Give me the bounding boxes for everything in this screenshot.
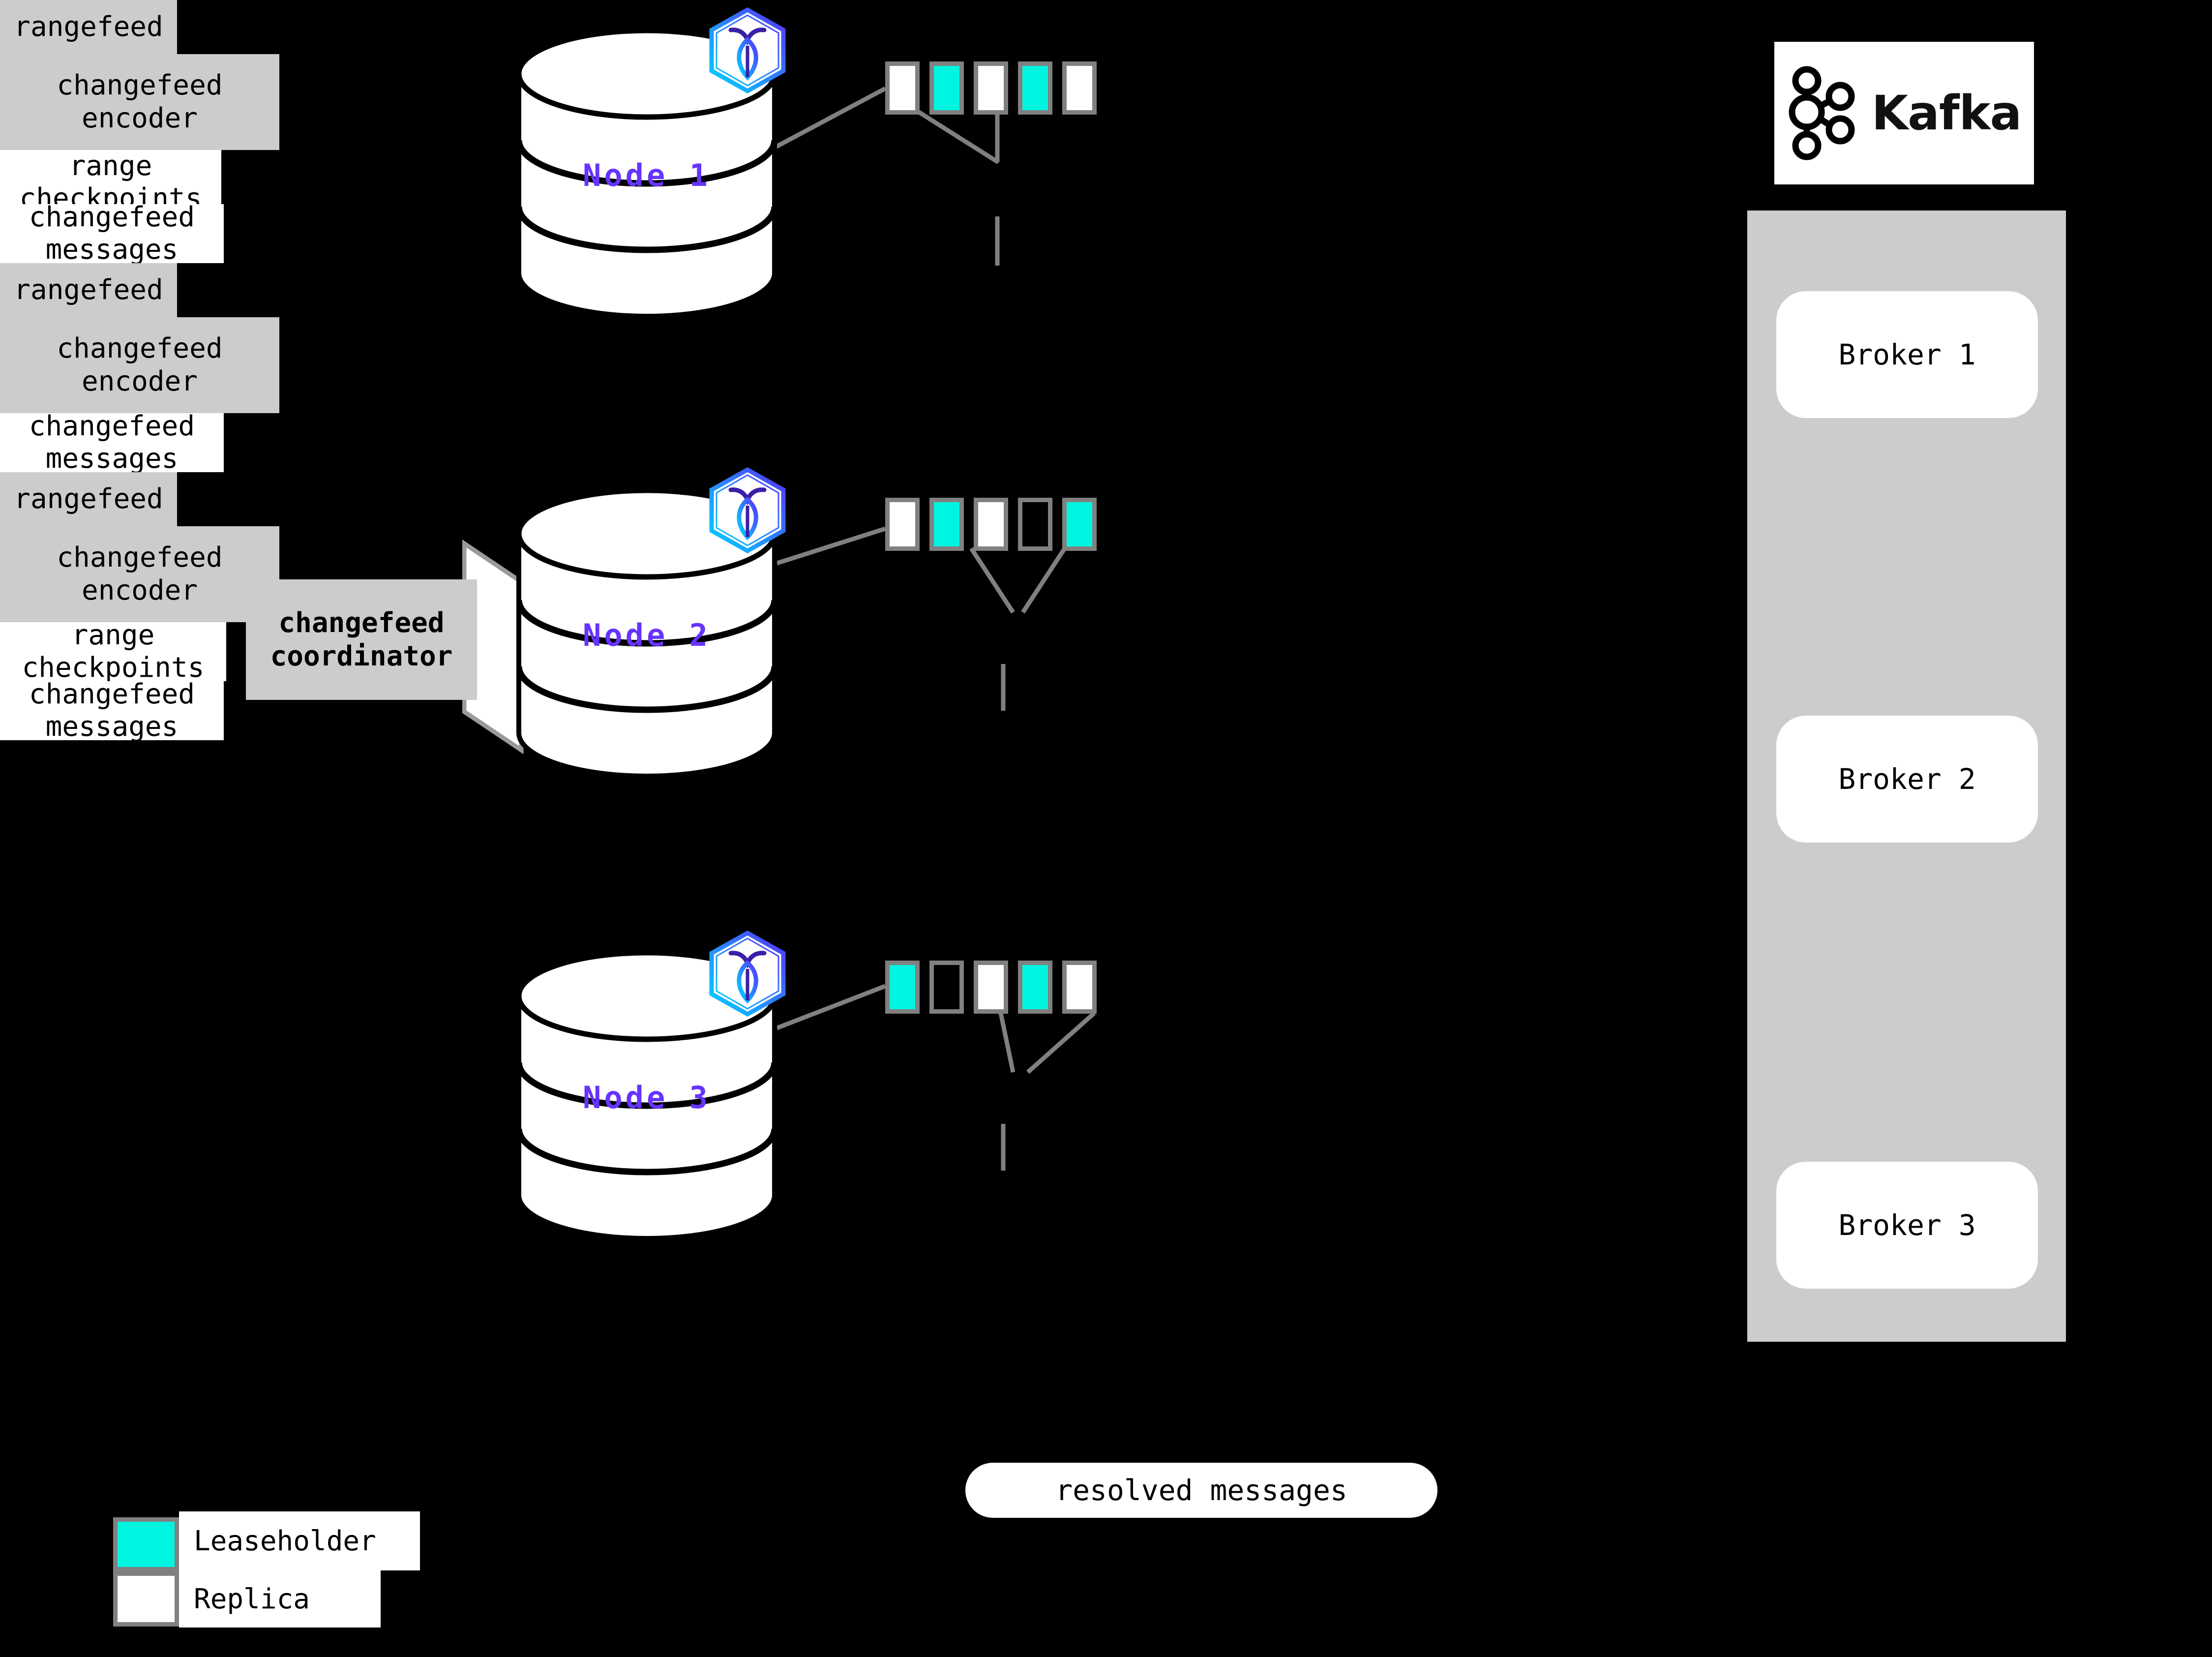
range-checkpoints-line2: checkpoints bbox=[22, 652, 205, 681]
resolved-messages-pill[interactable]: resolved messages bbox=[965, 1463, 1437, 1518]
node-3-label: Node 3 bbox=[583, 1080, 711, 1115]
range-replica[interactable] bbox=[1062, 61, 1097, 115]
range-checkpoints-line1: range bbox=[71, 622, 155, 651]
node-2-rangefeed-label: rangefeed bbox=[14, 273, 163, 306]
node-3-rangefeed-label: rangefeed bbox=[14, 482, 163, 515]
legend-swatch-leaseholder bbox=[113, 1517, 179, 1571]
legend-swatch-replica bbox=[113, 1571, 179, 1627]
range-leaseholder[interactable] bbox=[929, 498, 964, 551]
node-3-encoder-box[interactable]: changefeed encoder bbox=[0, 526, 279, 622]
coordinator-line1: changefeed bbox=[278, 607, 445, 639]
coordinator-line2: coordinator bbox=[270, 640, 453, 672]
range-leaseholder[interactable] bbox=[1018, 61, 1052, 115]
kafka-broker-3[interactable]: Broker 3 bbox=[1776, 1162, 2038, 1289]
kafka-wordmark: Kafka bbox=[1871, 86, 2022, 141]
broker-2-label: Broker 2 bbox=[1838, 762, 1976, 796]
node-2-encoder-line1: changefeed bbox=[57, 332, 223, 365]
range-leaseholder[interactable] bbox=[1018, 961, 1052, 1014]
node-1-label: Node 1 bbox=[583, 157, 711, 193]
legend-text-replica: Replica bbox=[194, 1583, 310, 1615]
node-2-range-row bbox=[885, 498, 1106, 551]
range-leaseholder[interactable] bbox=[885, 961, 920, 1014]
node-2-encoder-box[interactable]: changefeed encoder bbox=[0, 317, 279, 413]
node-2-rangefeed-box[interactable]: rangefeed bbox=[0, 263, 177, 317]
node-2-changefeed-messages-label: changefeed messages bbox=[0, 413, 224, 472]
range-replica[interactable] bbox=[1062, 961, 1097, 1014]
node-1-changefeed-messages-label: changefeed messages bbox=[0, 204, 224, 263]
node-1-encoder-line1: changefeed bbox=[57, 69, 223, 102]
node-2-label: Node 2 bbox=[583, 617, 711, 653]
node-3-encoder-line1: changefeed bbox=[57, 542, 223, 574]
range-leaseholder[interactable] bbox=[1062, 498, 1097, 551]
node-1-rangefeed-box[interactable]: rangefeed bbox=[0, 0, 177, 54]
node-2-encoder-line2: encoder bbox=[81, 365, 198, 397]
kafka-logo-icon bbox=[1787, 63, 1861, 163]
cockroachdb-logo-3 bbox=[708, 930, 787, 1017]
kafka-broker-2[interactable]: Broker 2 bbox=[1776, 716, 2038, 843]
node-3-cylinder: Node 3 bbox=[516, 949, 777, 1242]
node-2-cylinder: Node 2 bbox=[516, 487, 777, 780]
range-empty[interactable] bbox=[1018, 498, 1052, 551]
changefeed-messages-line1: changefeed bbox=[29, 413, 195, 442]
node-1-encoder-box[interactable]: changefeed encoder bbox=[0, 54, 279, 150]
node-1-encoder-line2: encoder bbox=[81, 102, 198, 134]
range-replica[interactable] bbox=[885, 61, 920, 115]
range-replica[interactable] bbox=[974, 498, 1008, 551]
changefeed-coordinator-box[interactable]: changefeed coordinator bbox=[246, 579, 477, 700]
resolved-messages-label: resolved messages bbox=[1055, 1474, 1347, 1507]
changefeed-messages-line2: messages bbox=[45, 443, 179, 472]
range-replica[interactable] bbox=[974, 61, 1008, 115]
legend-label-leaseholder: Leaseholder bbox=[179, 1511, 420, 1570]
kafka-logo-box: Kafka bbox=[1774, 42, 2034, 184]
node-3-range-checkpoints-label: range checkpoints bbox=[0, 622, 226, 681]
range-checkpoints-line2: checkpoints bbox=[19, 182, 202, 204]
node-3-range-row bbox=[885, 961, 1106, 1014]
changefeed-messages-line1: changefeed bbox=[29, 204, 195, 233]
range-empty[interactable] bbox=[929, 961, 964, 1014]
node-1-rangefeed-label: rangefeed bbox=[14, 10, 163, 43]
node-3-rangefeed-box[interactable]: rangefeed bbox=[0, 472, 177, 526]
node-3-changefeed-messages-label: changefeed messages bbox=[0, 681, 224, 740]
cockroachdb-logo-1 bbox=[708, 7, 787, 94]
range-leaseholder[interactable] bbox=[929, 61, 964, 115]
legend-label-replica: Replica bbox=[179, 1570, 381, 1627]
node-1-range-row bbox=[885, 61, 1106, 115]
changefeed-messages-line2: messages bbox=[45, 234, 179, 263]
kafka-broker-1[interactable]: Broker 1 bbox=[1776, 291, 2038, 418]
legend-text-leaseholder: Leaseholder bbox=[194, 1525, 376, 1557]
node-1-range-checkpoints-label: range checkpoints bbox=[0, 150, 221, 204]
broker-1-label: Broker 1 bbox=[1838, 338, 1976, 371]
broker-3-label: Broker 3 bbox=[1838, 1208, 1976, 1242]
range-checkpoints-line1: range bbox=[69, 150, 152, 182]
range-replica[interactable] bbox=[885, 498, 920, 551]
node-3-encoder-line2: encoder bbox=[81, 574, 198, 606]
range-replica[interactable] bbox=[974, 961, 1008, 1014]
changefeed-messages-line2: messages bbox=[45, 711, 179, 740]
cockroachdb-logo-2 bbox=[708, 467, 787, 554]
changefeed-messages-line1: changefeed bbox=[29, 681, 195, 710]
